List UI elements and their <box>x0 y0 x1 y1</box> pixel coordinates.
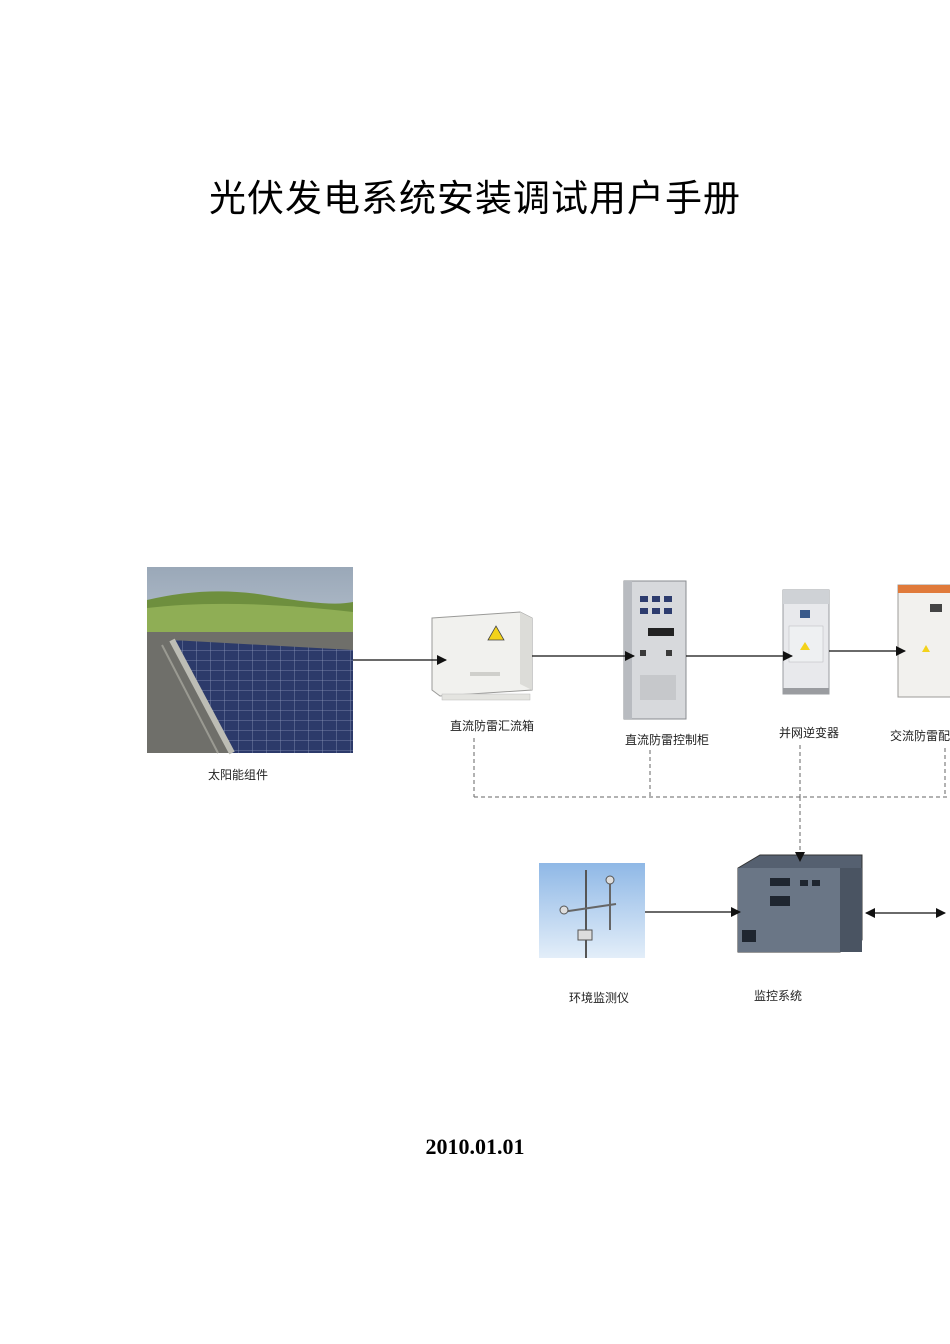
label-grid-inverter: 并网逆变器 <box>779 726 840 740</box>
label-dc-control-cabinet: 直流防雷控制柜 <box>625 733 710 747</box>
document-date: 2010.01.01 <box>425 1134 525 1159</box>
label-dc-combiner-box: 直流防雷汇流箱 <box>450 719 535 733</box>
document-title: 光伏发电系统安装调试用户手册 <box>209 177 741 220</box>
grid-inverter-image <box>782 589 830 695</box>
label-solar-modules: 太阳能组件 <box>208 768 269 782</box>
environment-monitor-image <box>539 863 645 958</box>
dc-control-cabinet-image <box>623 580 687 720</box>
dc-combiner-box-image <box>431 611 533 701</box>
label-ac-distribution-cabinet: 交流防雷配 <box>890 729 950 743</box>
label-environment-monitor: 环境监测仪 <box>569 991 630 1005</box>
communication-dashed-links <box>473 738 950 852</box>
ac-distribution-cabinet-image <box>897 584 950 698</box>
label-monitoring-system: 监控系统 <box>754 989 803 1003</box>
power-flow-arrows <box>353 646 946 918</box>
solar-panel-photo <box>147 567 353 755</box>
monitoring-system-image <box>737 854 863 953</box>
